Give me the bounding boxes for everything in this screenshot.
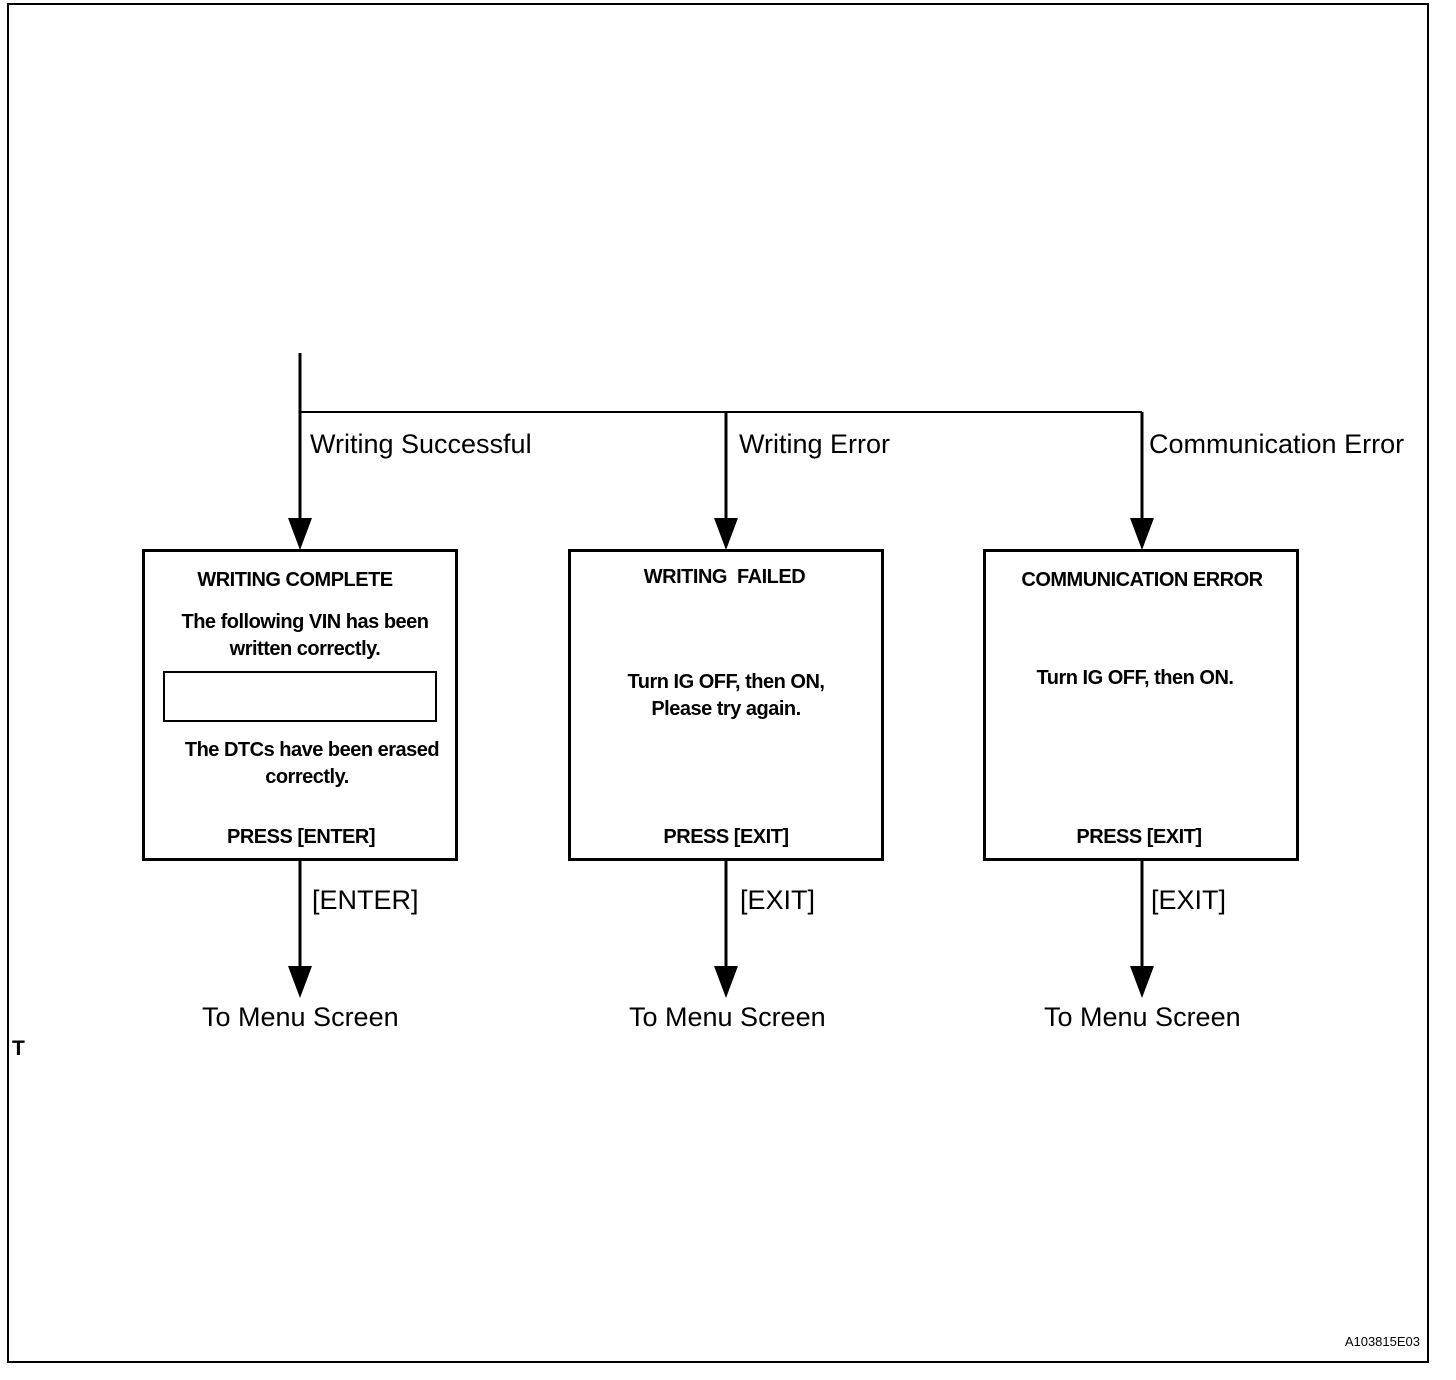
destination-menu-screen: To Menu Screen [1044, 1002, 1241, 1032]
screen-text-line: Please try again. [651, 698, 801, 720]
screen-text-line: Turn IG OFF, then ON, [627, 671, 825, 693]
screen-title: COMMUNICATION ERROR [1021, 569, 1263, 591]
screen-text-line: written correctly. [229, 638, 381, 660]
arrowhead-exit-comm [1130, 966, 1154, 998]
arrowhead-exit-failed [714, 966, 738, 998]
screen-writing-complete: WRITING COMPLETE The following VIN has b… [142, 549, 458, 861]
condition-label-writing-error: Writing Error [739, 429, 891, 459]
figure-id: A103815E03 [1344, 1334, 1420, 1349]
screen-text-line: The DTCs have been erased [184, 739, 440, 761]
condition-label-writing-successful: Writing Successful [310, 429, 532, 459]
destination-menu-screen: To Menu Screen [629, 1002, 826, 1032]
screen-writing-failed: WRITING FAILED Turn IG OFF, then ON, Ple… [568, 549, 884, 861]
corner-mark: T [12, 1037, 25, 1060]
arrowhead-writing-error [714, 518, 738, 550]
screen-text-line: The following VIN has been [181, 611, 429, 633]
condition-label-communication-error: Communication Error [1149, 429, 1405, 459]
diagram-frame [7, 3, 1429, 1363]
screen-title: WRITING FAILED [643, 566, 806, 588]
screen-prompt: PRESS [ENTER] [227, 826, 375, 848]
screen-text-line: correctly. [265, 766, 349, 788]
vin-display-box [163, 671, 437, 722]
screen-prompt: PRESS [EXIT] [1076, 826, 1202, 848]
arrowhead-exit-complete [288, 966, 312, 998]
screen-text-line: Turn IG OFF, then ON. [1036, 667, 1234, 689]
key-label-enter: [ENTER] [312, 885, 419, 915]
screen-title: WRITING COMPLETE [197, 569, 393, 591]
arrowhead-communication-error [1130, 518, 1154, 550]
key-label-exit: [EXIT] [1151, 885, 1227, 915]
destination-menu-screen: To Menu Screen [202, 1002, 399, 1032]
arrowhead-writing-successful [288, 518, 312, 550]
screen-prompt: PRESS [EXIT] [663, 826, 789, 848]
key-label-exit: [EXIT] [740, 885, 816, 915]
screen-communication-error: COMMUNICATION ERROR Turn IG OFF, then ON… [983, 549, 1299, 861]
